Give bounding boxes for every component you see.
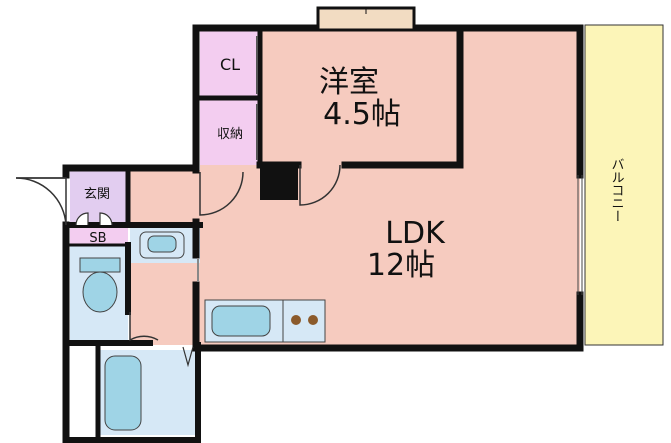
stove-burner-right bbox=[308, 315, 318, 325]
shoebox-floor bbox=[70, 225, 128, 245]
bath-door[interactable] bbox=[182, 346, 194, 368]
pipe-shaft bbox=[260, 165, 298, 200]
closet-floor bbox=[200, 30, 260, 98]
entrance-label: 玄関 bbox=[84, 187, 110, 202]
storage-floor bbox=[200, 100, 260, 165]
shoebox-label: SB bbox=[89, 231, 106, 246]
bath-side-floor bbox=[70, 350, 98, 435]
entrance-door[interactable] bbox=[15, 177, 67, 226]
western-room-size: 4.5帖 bbox=[323, 97, 401, 132]
stove-burner-left bbox=[291, 315, 301, 325]
toilet-door[interactable] bbox=[129, 312, 159, 342]
ldk-size: 12帖 bbox=[367, 248, 435, 283]
western-room-door[interactable] bbox=[299, 164, 341, 206]
ldk-name: LDK bbox=[385, 216, 446, 251]
hall-door[interactable] bbox=[199, 171, 244, 216]
balcony-floor bbox=[584, 24, 664, 346]
shoebox-mark bbox=[75, 212, 113, 226]
toilet-bowl bbox=[82, 271, 118, 313]
bathtub bbox=[104, 355, 142, 431]
balcony-door[interactable] bbox=[577, 175, 583, 295]
toilet-tank bbox=[79, 257, 121, 273]
western-room-name: 洋室 bbox=[319, 65, 379, 100]
storage-label: 収納 bbox=[217, 127, 243, 142]
balcony-label: バルコニー bbox=[609, 158, 625, 223]
kitchen-sink bbox=[211, 305, 271, 337]
closet-label: CL bbox=[220, 55, 240, 74]
hall-floor bbox=[128, 170, 200, 225]
